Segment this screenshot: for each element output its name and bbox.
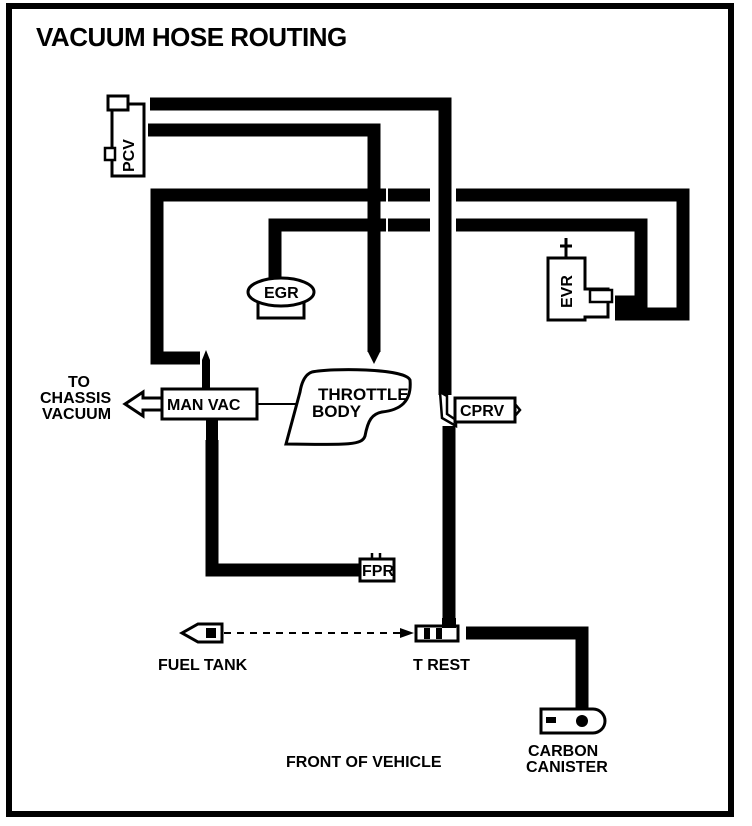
pcv-label: PCV bbox=[121, 139, 138, 172]
evr-label: EVR bbox=[559, 275, 576, 308]
fuel-tank-arrow bbox=[178, 622, 224, 644]
to-chassis-label-3: VACUUM bbox=[42, 406, 111, 423]
hose-man-vac-upper bbox=[150, 188, 386, 365]
evr-solenoid: EVR bbox=[546, 238, 614, 322]
hose-evr-lower bbox=[456, 218, 648, 309]
fpr-label: FPR bbox=[362, 563, 394, 580]
to-chassis-label-1: TO bbox=[68, 374, 90, 391]
t-rest-label: T REST bbox=[413, 657, 470, 674]
egr-valve: EGR bbox=[246, 276, 316, 320]
hose-egr bbox=[268, 218, 386, 283]
hose-pcv-top bbox=[150, 97, 452, 395]
diagram-title: VACUUM HOSE ROUTING bbox=[36, 22, 347, 52]
front-of-vehicle-label: FRONT OF VEHICLE bbox=[286, 754, 442, 771]
throttle-body: THROTTLE BODY bbox=[284, 352, 412, 446]
hose-break-marks bbox=[388, 188, 430, 232]
t-restrictor bbox=[414, 618, 460, 643]
man-vac-manifold: MAN VAC bbox=[160, 350, 259, 444]
hose-fpr bbox=[205, 440, 362, 577]
hose-evr-upper bbox=[456, 188, 690, 321]
egr-label: EGR bbox=[264, 285, 299, 302]
fpr-regulator: FPR bbox=[358, 553, 396, 583]
vacuum-hoses bbox=[148, 97, 690, 715]
man-vac-label: MAN VAC bbox=[167, 397, 241, 414]
fuel-tank-label: FUEL TANK bbox=[158, 657, 248, 674]
throttle-body-label-1: THROTTLE bbox=[318, 385, 409, 404]
cprv-label: CPRV bbox=[460, 403, 504, 420]
cprv-valve: CPRV bbox=[438, 389, 522, 429]
carbon-canister bbox=[539, 707, 607, 735]
hose-pcv-throttle bbox=[148, 123, 381, 352]
throttle-body-label-2: BODY bbox=[312, 402, 362, 421]
carbon-canister-label-1: CARBON bbox=[528, 743, 598, 760]
dashed-line-arrowhead bbox=[400, 628, 414, 638]
to-chassis-label-2: CHASSIS bbox=[40, 390, 111, 407]
carbon-canister-label-2: CANISTER bbox=[526, 759, 608, 776]
pcv-valve: PCV bbox=[103, 94, 146, 178]
hose-canister bbox=[466, 626, 589, 715]
